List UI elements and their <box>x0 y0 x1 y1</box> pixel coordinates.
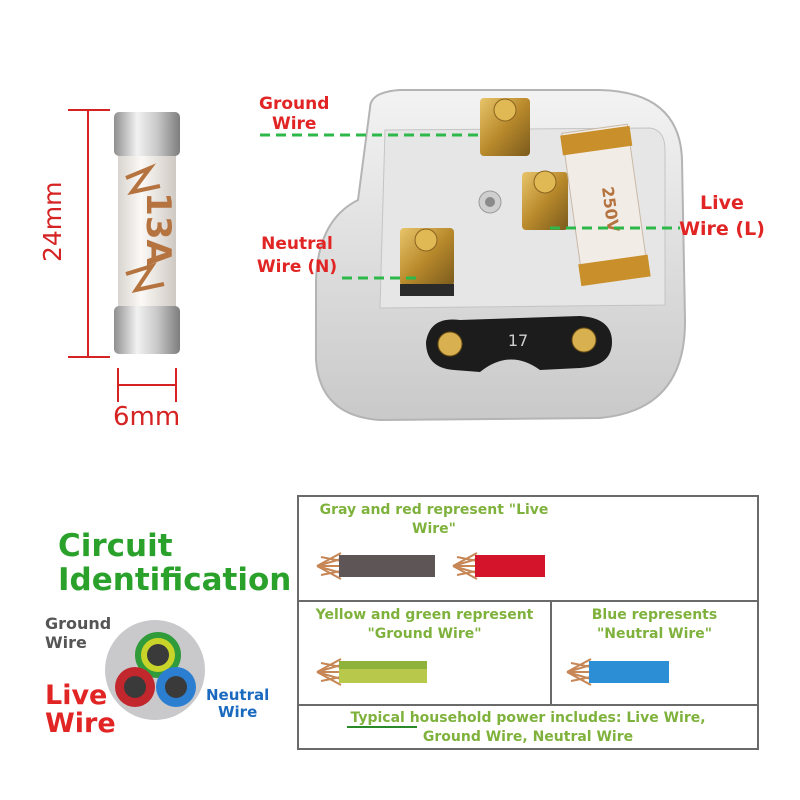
plug-live-label-line1: Live <box>700 192 744 214</box>
circuit-live-label-line1: Live <box>45 680 108 711</box>
circuit-ground-label-line1: Ground <box>45 614 112 633</box>
table-neutral-text-line2: "Neutral Wire" <box>596 626 713 642</box>
blue-wire-drawing <box>566 658 669 686</box>
yellow-green-wire-icon <box>316 658 427 686</box>
circuit-live-label-line2: Wire <box>45 708 116 739</box>
cable-cross-section <box>100 615 210 725</box>
fuse-width-label: 6mm <box>113 402 181 432</box>
blue-wire-icon <box>566 658 669 686</box>
plug-live-label-line2: Wire (L) <box>679 218 765 240</box>
plug-ground-label-line2: Wire <box>271 114 317 134</box>
plug-ground-label-line1: Ground <box>259 94 330 114</box>
fuse-height-label: 24mm <box>38 181 67 262</box>
plug-neutral-label-line2: Wire (N) <box>256 257 338 277</box>
cable-cross-section-drawing <box>105 620 205 720</box>
fuse-drawing: 13A <box>68 109 180 402</box>
circuit-title-line2: Identification <box>58 562 292 598</box>
gray-wire-icon <box>316 552 435 580</box>
table-ground-text-line2: "Ground Wire" <box>367 626 482 642</box>
circuit-neutral-label: Neutral Wire <box>206 687 269 721</box>
circuit-ground-label-line2: Wire <box>45 633 87 652</box>
table-live-text-line2: Wire" <box>412 521 456 537</box>
plug-drawing: 250V 17 <box>260 89 687 422</box>
gray-red-wires-drawing <box>316 552 545 580</box>
table-footer-text-line1: Typical household power includes: Live W… <box>350 710 706 726</box>
table-divider <box>299 600 757 602</box>
clamp-number: 17 <box>508 331 528 350</box>
table-live-text-line1: Gray and red represent "Live <box>319 502 549 518</box>
circuit-ground-label: Ground Wire <box>45 614 111 652</box>
table-divider <box>299 704 757 706</box>
circuit-neutral-label-line1: Neutral <box>206 686 270 704</box>
footer-underline <box>347 726 417 728</box>
yellow-green-wire-drawing <box>316 658 427 686</box>
plug-ground-label: Ground Wire <box>259 94 329 134</box>
red-wire-icon <box>452 552 545 580</box>
fuse-illustration: 13A 24mm 6mm <box>0 0 200 440</box>
table-footer-text-line2: Ground Wire, Neutral Wire <box>422 729 634 745</box>
table-ground-text: Yellow and green represent "Ground Wire" <box>299 606 550 644</box>
table-neutral-text-line1: Blue represents <box>591 607 718 623</box>
plug-neutral-label: Neutral Wire (N) <box>255 233 339 279</box>
circuit-live-label: Live Wire <box>45 682 116 738</box>
table-neutral-text: Blue represents "Neutral Wire" <box>552 606 757 644</box>
fuse-rating-text: 13A <box>138 192 178 266</box>
plug-illustration: 250V 17 <box>240 80 720 440</box>
circuit-title-line1: Circuit <box>58 528 173 564</box>
table-divider <box>550 600 552 704</box>
plug-live-label: Live Wire (L) <box>676 190 768 242</box>
table-live-text: Gray and red represent "Live Wire" <box>309 501 559 539</box>
table-footer-text: Typical household power includes: Live W… <box>299 709 757 747</box>
plug-neutral-label-line1: Neutral <box>261 234 333 254</box>
circuit-identification-title: Circuit Identification <box>58 529 291 597</box>
circuit-neutral-label-line2: Wire <box>217 703 258 721</box>
wire-color-table: Gray and red represent "Live Wire" Yello… <box>297 495 759 750</box>
table-ground-text-line1: Yellow and green represent <box>315 607 534 623</box>
